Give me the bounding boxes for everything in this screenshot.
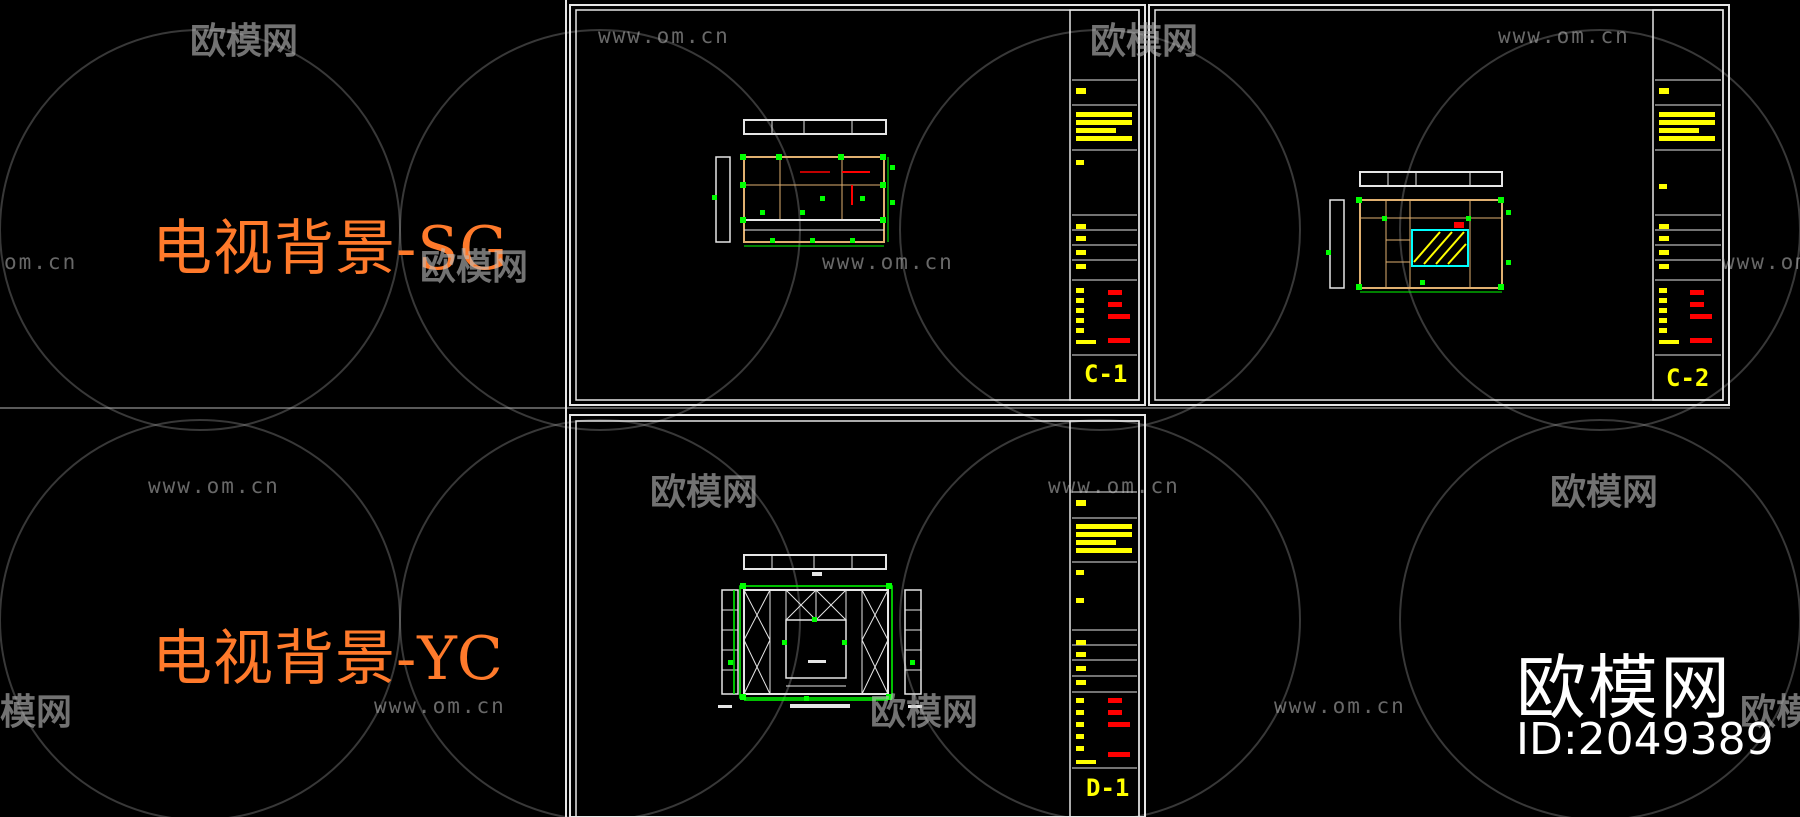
brand-id: ID:2049389 bbox=[1516, 714, 1774, 765]
watermark-url: www.om.cn bbox=[148, 474, 280, 498]
watermark-brand-cut: 欧模 bbox=[1740, 692, 1800, 733]
watermark-url: www.om.cn bbox=[374, 694, 506, 718]
watermark-brand: 欧模网 bbox=[190, 21, 299, 62]
watermark-url: www.om.cn bbox=[598, 24, 730, 48]
sheet-code-c1: C-1 bbox=[1084, 360, 1128, 388]
watermark-url: www.om.cn bbox=[1274, 694, 1406, 718]
watermark-url: www.om.cn bbox=[822, 250, 954, 274]
watermark-url: www.om.cn bbox=[1498, 24, 1630, 48]
watermark-url: www.om.cn bbox=[1048, 474, 1180, 498]
watermark-brand: 欧模网 bbox=[650, 472, 759, 513]
watermark-url: www.om.cn bbox=[1722, 250, 1800, 274]
sheet-code-d1: D-1 bbox=[1086, 774, 1130, 802]
watermark-brand: 欧模网 bbox=[870, 692, 979, 733]
watermark-brand: 欧模网 bbox=[1090, 21, 1199, 62]
sheet-code-c2: C-2 bbox=[1666, 364, 1710, 392]
watermark-brand: 欧模网 bbox=[1550, 472, 1659, 513]
watermark-brand-cut: 模网 bbox=[0, 692, 73, 733]
drawing-title-yc: 电视背景-YC bbox=[152, 624, 504, 694]
brand-name: 欧模网 bbox=[1516, 647, 1732, 729]
watermark-brand: 欧模网 bbox=[420, 247, 529, 288]
watermark-url-cut: om.cn bbox=[4, 250, 78, 274]
drawing-title-sg: 电视背景-SG bbox=[152, 214, 509, 284]
